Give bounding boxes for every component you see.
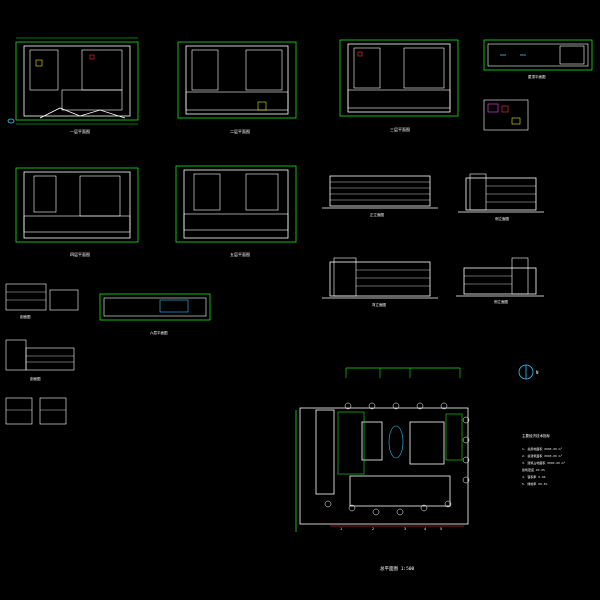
elevation-2: 侧立面图 xyxy=(458,173,544,221)
floor-plan-4: 四层平面图 xyxy=(15,167,139,257)
plan-3-label: 三层平面图 xyxy=(390,126,410,132)
plan-5-label: 五层平面图 xyxy=(230,251,250,257)
plan-2-label: 二层平面图 xyxy=(230,128,250,134)
legend-row-4: 建筑密度 XX.X% xyxy=(522,467,545,472)
stair-details xyxy=(5,397,67,425)
section-2-label: 剖面图 xyxy=(30,376,41,381)
legend-row-2: 2. 总建筑面积 XXXX.XX m² xyxy=(522,453,562,458)
roof-plan-label: 屋顶平面图 xyxy=(528,74,546,79)
elevation-1: 正立面图 xyxy=(322,175,438,217)
elev-3-label: 背立面图 xyxy=(372,302,386,307)
legend-title: 主要经济技术指标 xyxy=(522,433,550,438)
floor-plan-2: 二层平面图 xyxy=(177,41,297,134)
section-1: 剖面图 xyxy=(5,283,79,319)
floor-plan-1: 一层平面图 xyxy=(15,37,139,134)
legend-row-1: 1. 总用地面积 XXXX.XX m² xyxy=(522,446,562,451)
floor-plan-5: 五层平面图 xyxy=(175,165,297,257)
legend-row-6: 5. 绿地率 XX.X% xyxy=(522,481,547,486)
north-label: N xyxy=(536,370,539,375)
legend-row-5: 4. 容积率 X.XX xyxy=(522,474,546,479)
elevation-3: 背立面图 xyxy=(322,257,438,307)
legend-row-3: 3. 建筑占地面积 XXXX.XX m² xyxy=(522,460,565,465)
grid-num-3: 3 xyxy=(404,527,406,531)
floor-plan-3: 三层平面图 xyxy=(339,39,459,132)
section-2: 剖面图 xyxy=(5,339,75,381)
grid-num-2: 2 xyxy=(372,527,374,531)
grid-num-5: 5 xyxy=(440,527,442,531)
plan-1-label: 一层平面图 xyxy=(70,128,90,134)
north-arrow-icon: N xyxy=(518,364,539,380)
grid-num-4: 4 xyxy=(424,527,426,531)
elevation-4: 侧立面图 xyxy=(456,257,544,304)
detail-plan xyxy=(483,99,529,131)
elev-1-label: 正立面图 xyxy=(370,212,384,217)
roof-plan: 屋顶平面图 xyxy=(483,39,593,79)
plan-6: 六层平面图 xyxy=(99,293,211,335)
elev-2-label: 侧立面图 xyxy=(495,216,509,221)
plan-6-label: 六层平面图 xyxy=(150,330,168,335)
marker-icon xyxy=(7,118,15,124)
grid-num-1: 1 xyxy=(340,527,342,531)
site-legend: 主要经济技术指标 1. 总用地面积 XXXX.XX m² 2. 总建筑面积 XX… xyxy=(522,433,565,486)
elev-4-label: 侧立面图 xyxy=(494,299,508,304)
site-plan: 1 2 3 4 5 总平面图 1:500 xyxy=(295,367,470,572)
section-1-label: 剖面图 xyxy=(20,314,31,319)
plan-4-label: 四层平面图 xyxy=(70,251,90,257)
site-plan-title: 总平面图 1:500 xyxy=(380,565,415,572)
